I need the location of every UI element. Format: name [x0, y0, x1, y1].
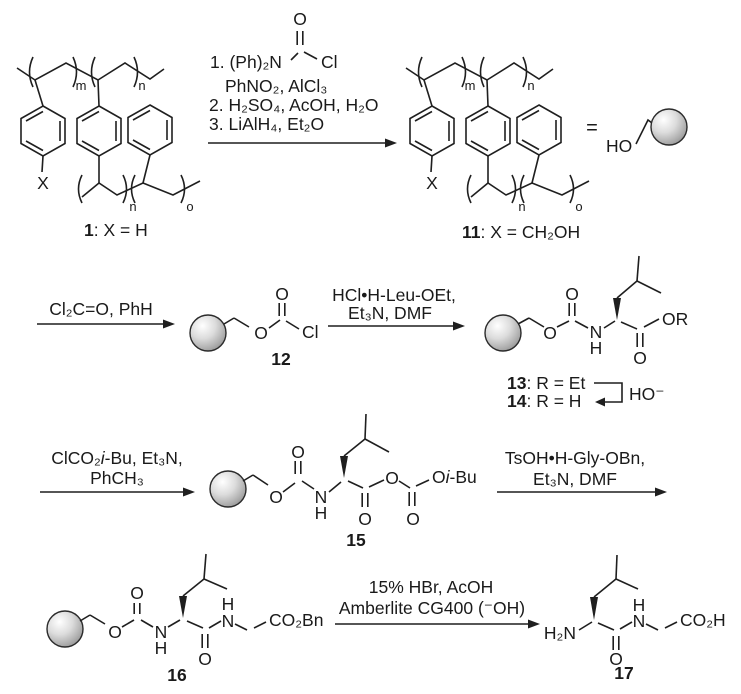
step5-reagents: TsOH•H-Gly-OBn, Et₃N, DMF	[497, 448, 667, 497]
reagent-line-1: HCl•H-Leu-OEt,	[332, 285, 456, 305]
reaction-arrow-1	[208, 138, 397, 148]
structure-15-mixed-anhydride: O O N H O O O Oi-Bu 15	[209, 413, 477, 550]
reagent-line-2: Et₃N, DMF	[348, 303, 432, 323]
amide-oxygen-label: O	[609, 649, 623, 669]
reagent-line-1: 1. (Ph)₂N	[210, 52, 282, 72]
carbonyl-oxygen-label: O	[275, 284, 289, 304]
ester-oxygen-label: O	[269, 487, 283, 507]
resin-bead-legend: = HO	[586, 108, 688, 156]
step6-reagents: 15% HBr, AcOH Amberlite CG400 (⁻OH)	[335, 577, 540, 629]
amide-hydrogen-label: H	[633, 595, 646, 615]
reagent-line-2: Et₃N, DMF	[533, 469, 617, 489]
or-group-label: OR	[662, 309, 688, 329]
reaction-arrow-2	[37, 319, 175, 329]
benzyl-ester-label: CO₂Bn	[269, 610, 323, 630]
reaction-arrow-4	[40, 487, 195, 497]
reagent-line-1: TsOH•H-Gly-OBn,	[505, 448, 645, 468]
isobutoxy-label: Oi-Bu	[432, 467, 477, 487]
nh-hydrogen-label: H	[315, 503, 328, 523]
ester-oxygen-label: O	[108, 622, 122, 642]
reaction-arrow-5	[497, 487, 667, 497]
compound-11-label: 11: X = CH₂OH	[462, 222, 580, 242]
nh-hydrogen-label: H	[155, 638, 168, 658]
nitrogen-label: N	[590, 322, 603, 342]
amine-label: H₂N	[544, 623, 576, 643]
compound-16-label: 16	[167, 665, 187, 685]
amide-oxygen-label: O	[198, 649, 212, 669]
reagent-line-2: PhNO₂, AlCl₃	[225, 76, 327, 96]
equals-sign: =	[586, 117, 598, 139]
anhydride-oxygen-label: O	[385, 468, 399, 488]
carbamate-nitrogen-label: N	[155, 622, 168, 642]
acyl-oxygen-label-2: O	[406, 509, 420, 529]
polymer-skeleton	[17, 57, 200, 214]
saponification-note: 13: R = Et 14: R = H HO⁻	[507, 373, 665, 411]
structure-17-leu-gly-dipeptide: H₂N O H N CO₂H 17	[544, 554, 726, 683]
reagent-line-1: ClCO₂i-Bu, Et₃N,	[51, 448, 183, 468]
nitrogen-label: N	[315, 487, 328, 507]
step1-reagents: O 1. (Ph)₂N Cl PhNO₂, AlCl₃ 2. H₂SO₄, Ac…	[208, 9, 397, 148]
structure-11-polystyrene: 11: X = CH₂OH	[406, 57, 589, 242]
polymer-skeleton	[406, 57, 589, 214]
carbonyl-oxygen-label: O	[130, 583, 144, 603]
resin-bead-icon	[209, 470, 247, 508]
compound-1-label: 1: X = H	[84, 220, 148, 240]
amide-hydrogen-label: H	[222, 594, 235, 614]
carbonyl-oxygen-label: O	[291, 442, 305, 462]
acyl-oxygen-label: O	[633, 348, 647, 368]
compound-17-label: 17	[614, 663, 633, 683]
reagent-line-2: Amberlite CG400 (⁻OH)	[339, 598, 525, 618]
chlorine-label: Cl	[321, 52, 338, 72]
hydroxyl-label: HO	[606, 136, 632, 156]
ester-oxygen-label: O	[543, 323, 557, 343]
compound-14-label: 14: R = H	[507, 391, 581, 411]
amide-nitrogen-label: N	[633, 611, 646, 631]
hydrolysis-arrow	[594, 382, 623, 407]
reagent-line-1: 15% HBr, AcOH	[369, 577, 494, 597]
compound-13-label: 13: R = Et	[507, 373, 585, 393]
acyl-oxygen-label-1: O	[358, 509, 372, 529]
amide-nitrogen-label: N	[222, 611, 235, 631]
ester-oxygen-label: O	[254, 323, 268, 343]
reagent-line: Cl₂C=O, PhH	[49, 299, 153, 319]
carbonyl-oxygen-label: O	[293, 9, 307, 29]
resin-bead-icon	[46, 610, 84, 648]
reagent-line-2: PhCH₃	[90, 468, 144, 488]
carbonyl-oxygen-label: O	[565, 284, 579, 304]
compound-15-label: 15	[346, 530, 366, 550]
reaction-arrow-6	[335, 619, 540, 629]
step4-reagents: ClCO₂i-Bu, Et₃N, PhCH₃	[40, 448, 195, 497]
structure-13-leucine-ester: O O N H O OR	[484, 255, 688, 368]
nh-hydrogen-label: H	[590, 338, 603, 358]
resin-bead-icon	[189, 314, 227, 352]
resin-bead-icon	[650, 108, 688, 146]
step3-reagents: HCl•H-Leu-OEt, Et₃N, DMF	[328, 285, 465, 331]
structure-12-chloroformate: O O Cl 12	[189, 284, 319, 369]
structure-16-dipeptide-resin: O O N H O H N CO₂Bn 16	[46, 553, 323, 685]
carboxylic-acid-label: CO₂H	[680, 610, 726, 630]
step2-reagents: Cl₂C=O, PhH	[37, 299, 175, 329]
compound-12-label: 12	[271, 349, 291, 369]
reagent-line-3: 2. H₂SO₄, AcOH, H₂O	[209, 95, 379, 115]
hydroxide-label: HO⁻	[629, 384, 665, 404]
reaction-arrow-3	[328, 321, 465, 331]
chlorine-label: Cl	[302, 322, 319, 342]
resin-bead-icon	[484, 314, 522, 352]
reagent-line-4: 3. LiAlH₄, Et₂O	[209, 114, 324, 134]
structure-1-polystyrene: 1: X = H	[17, 57, 200, 240]
